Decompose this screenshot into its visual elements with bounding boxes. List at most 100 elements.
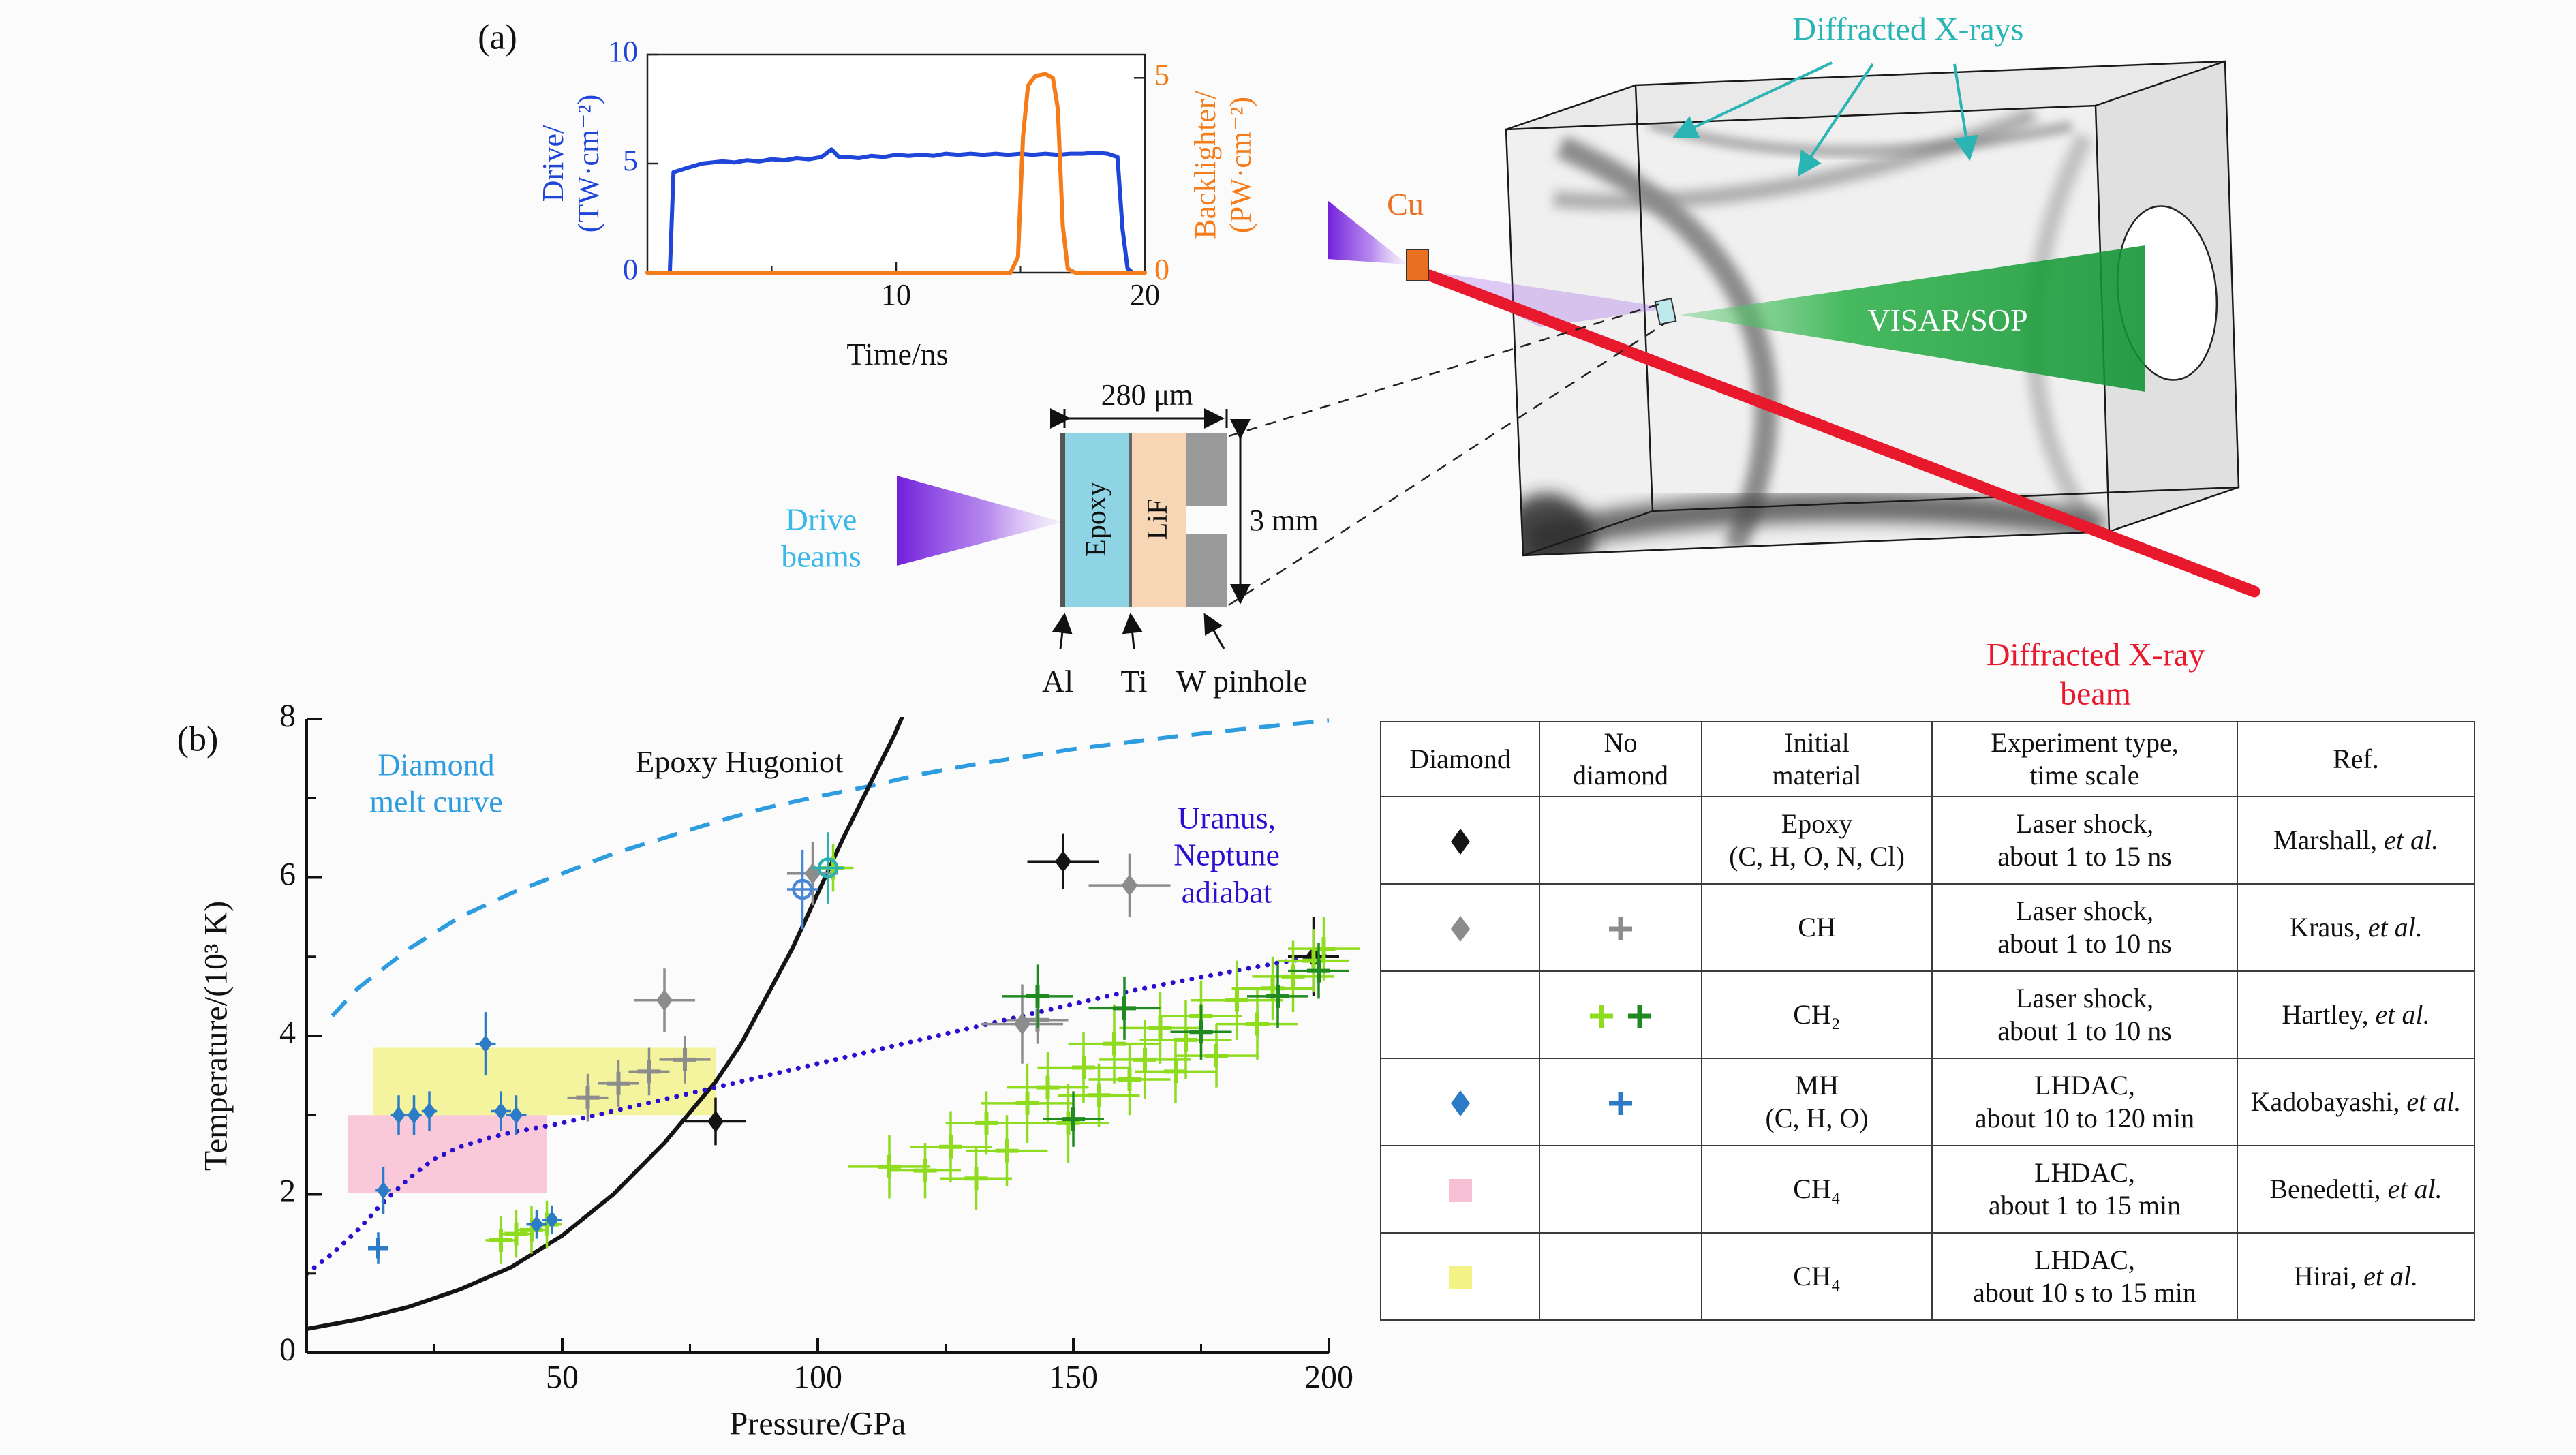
melt-curve-annotation: Diamond melt curve	[369, 747, 503, 819]
inset-left-tick-label: 0	[623, 253, 638, 286]
table-cell-r3-c2: MH (C, H, O)	[1701, 1058, 1933, 1146]
legend-symbol-shape	[1450, 1090, 1470, 1116]
lif-label: LiF	[1142, 498, 1174, 540]
inset-frame	[646, 53, 1146, 274]
inset-right-tick-label: 5	[1154, 58, 1169, 91]
marker-diamond	[545, 1210, 559, 1229]
xray-source-beam	[1328, 200, 1408, 264]
table-cell-r4-c2: CH₄	[1701, 1145, 1933, 1234]
table-cell-r2-c1	[1539, 970, 1702, 1059]
marker-diamond	[509, 1106, 523, 1124]
legend-symbol-diamond	[1450, 1090, 1470, 1116]
table-cell-r0-c0	[1380, 796, 1540, 885]
ref-etal: et al.	[2387, 1174, 2442, 1204]
ref-etal: et al.	[2363, 1261, 2419, 1291]
table-cell-r2-c2: CH₂	[1701, 970, 1933, 1059]
legend-symbol-plus	[1628, 1004, 1651, 1028]
table-cell-r0-c3: Laser shock, about 1 to 15 ns	[1931, 796, 2238, 885]
series-Drive	[645, 147, 1147, 275]
table-cell-r1-c0	[1380, 883, 1540, 972]
drive-axis-label: Drive/ (TW·cm⁻²)	[536, 94, 605, 233]
marker-diamond	[423, 1102, 436, 1120]
diffraction-blob	[1506, 493, 1593, 555]
ref-etal: et al.	[2367, 912, 2423, 943]
w-pinhole-label: W pinhole	[1176, 663, 1308, 699]
ref-name: Hartley,	[2282, 999, 2376, 1030]
table-cell-r3-c3: LHDAC, about 10 to 120 min	[1931, 1058, 2238, 1146]
drive-beams-cone	[897, 476, 1063, 566]
table-cell-r5-c1	[1539, 1232, 1702, 1321]
table-cell-r4-c4: Benedetti, et al.	[2237, 1145, 2475, 1234]
series-Backlighter	[645, 72, 1147, 275]
legend-symbol-square	[1448, 1178, 1472, 1202]
lif-layer	[1132, 433, 1186, 607]
marker-diamond	[1055, 851, 1071, 873]
panel-b-label: (b)	[177, 720, 219, 759]
curve-diamond-melt-curve	[331, 718, 1330, 1017]
legend-symbol-plus	[1590, 1004, 1613, 1028]
table-cell-r4-c3: LHDAC, about 1 to 15 min	[1931, 1145, 2238, 1234]
ti-label: Ti	[1120, 663, 1148, 699]
layer-pointer-arrows	[1052, 613, 1225, 649]
scatter-ch-laser-shock-diamond	[634, 842, 1171, 1064]
phase-x-tick-label: 200	[1304, 1360, 1353, 1396]
table-cell-r2-c3: Laser shock, about 1 to 10 ns	[1931, 970, 2238, 1059]
table-cell-r2-c4: Hartley, et al.	[2237, 970, 2475, 1059]
width-dimension-label: 280 μm	[1101, 378, 1193, 412]
table-cell-r4-c1	[1539, 1145, 1702, 1234]
marker-open-circle	[792, 878, 813, 900]
pressure-axis-label: Pressure/GPa	[729, 1405, 906, 1442]
legend-symbol-shape	[1590, 1004, 1613, 1028]
legend-symbol-plus	[1609, 917, 1632, 940]
table-cell-r1-c4: Kraus, et al.	[2237, 883, 2475, 972]
inset-left-tick-label: 10	[608, 35, 638, 68]
al-coating-layer	[1060, 433, 1065, 607]
ref-name: Benedetti,	[2269, 1174, 2388, 1204]
diffraction-arc	[1647, 117, 2073, 157]
table-header-1: No diamond	[1539, 721, 1702, 797]
marker-diamond	[392, 1106, 405, 1124]
table-cell-r5-c0	[1380, 1232, 1540, 1321]
inset-x-tick-label: 20	[1130, 278, 1160, 311]
marker-diamond	[1014, 1013, 1030, 1035]
diffracted-xrays-arrows	[1672, 61, 1978, 177]
marker-diamond	[407, 1106, 421, 1124]
scatter-mh-lhdac-diamond	[375, 1012, 562, 1239]
ref-name: Hirai,	[2293, 1261, 2364, 1291]
w-pinhole-bottom	[1186, 534, 1227, 607]
phase-y-tick-label: 6	[279, 857, 296, 893]
diffracted-xrays-label: Diffracted X-rays	[1792, 11, 2024, 48]
xray-beam-fan	[1430, 271, 1671, 327]
phase-y-tick-label: 8	[279, 698, 296, 734]
legend-symbol-shape	[1628, 1004, 1651, 1028]
marker-diamond	[376, 1181, 390, 1199]
ti-layer	[1129, 433, 1132, 607]
table-cell-r4-c0	[1380, 1145, 1540, 1234]
epoxy-layer	[1065, 433, 1130, 607]
height-dimension-label: 3 mm	[1249, 504, 1319, 538]
cube-top-face	[1506, 61, 2225, 129]
table-cell-r5-c4: Hirai, et al.	[2237, 1232, 2475, 1321]
table-cell-r2-c0	[1380, 970, 1540, 1059]
table-header-4: Ref.	[2237, 721, 2475, 797]
table-cell-r5-c2: CH₄	[1701, 1232, 1933, 1321]
legend-symbol-shape	[1450, 828, 1470, 855]
curve-epoxy-hugoniot	[307, 717, 905, 1332]
table-cell-r3-c0	[1380, 1058, 1540, 1146]
region-CH4-LHDAC-Hirai	[373, 1047, 716, 1116]
visar-sop-cone	[1681, 245, 2145, 392]
region-CH4-LHDAC-Benedetti	[348, 1115, 547, 1193]
marker-diamond	[707, 1110, 724, 1133]
table-header-2: Initial material	[1701, 721, 1933, 797]
table-cell-r5-c3: LHDAC, about 10 s to 15 min	[1931, 1232, 2238, 1321]
scatter-open-circle-teal	[812, 832, 844, 904]
temperature-axis-label: Temperature/(10³ K)	[198, 900, 234, 1171]
table-header-3: Experiment type, time scale	[1931, 721, 2238, 797]
scatter-open-circle-blue	[787, 849, 818, 930]
marker-diamond	[656, 989, 673, 1011]
marker-diamond	[478, 1035, 493, 1053]
